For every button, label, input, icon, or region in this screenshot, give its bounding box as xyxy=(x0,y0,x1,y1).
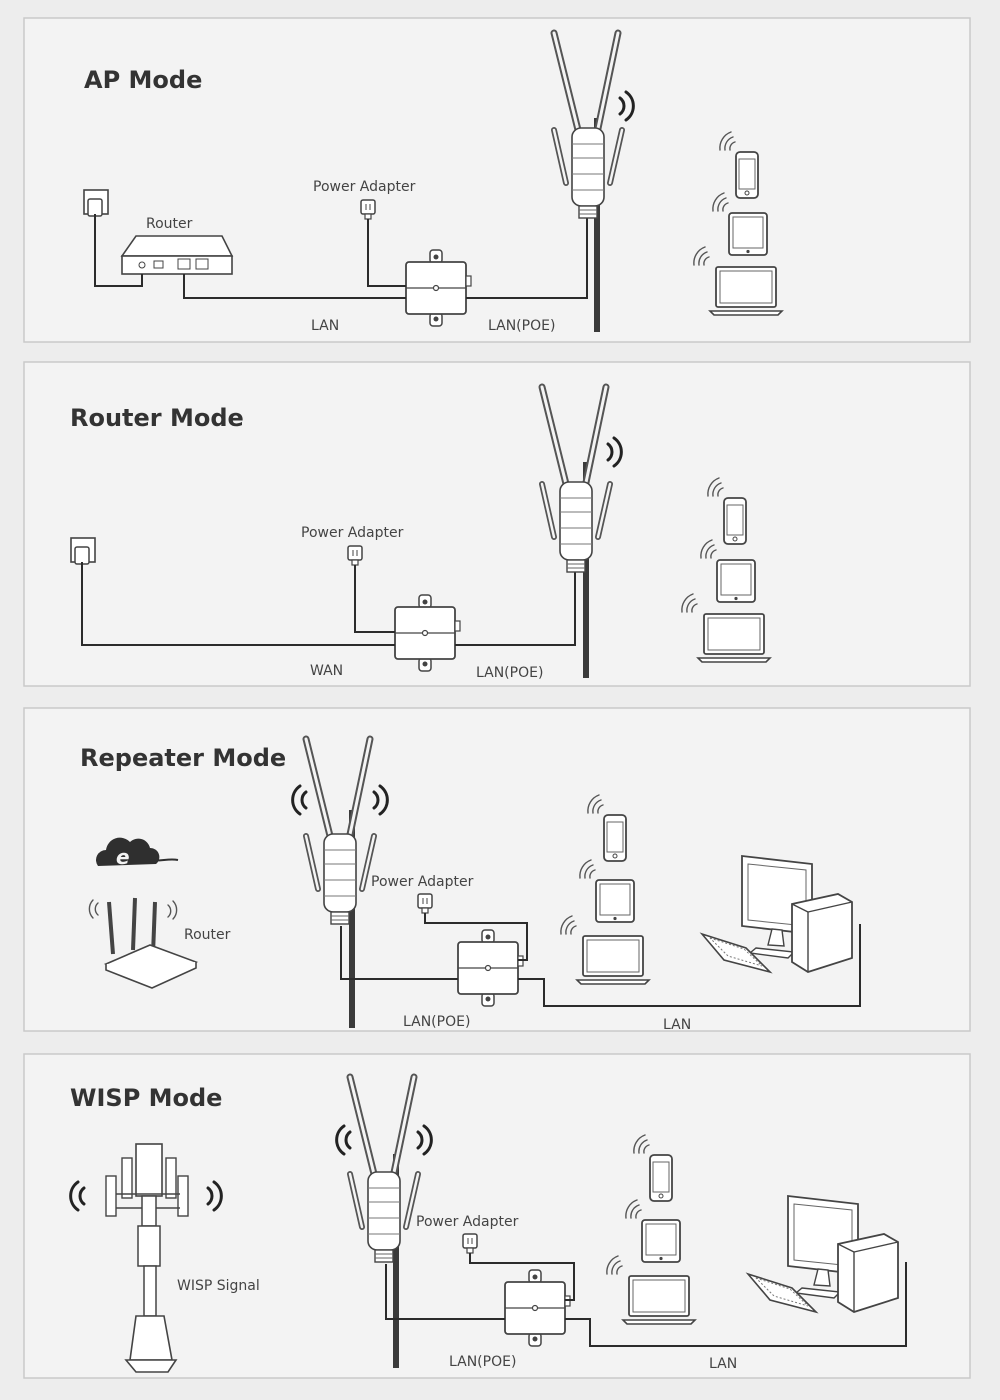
wall-socket-icon xyxy=(83,189,109,217)
lan-poe-label: LAN(POE) xyxy=(449,1354,516,1370)
power-adapter-label: Power Adapter xyxy=(313,179,416,195)
panel-title: AP Mode xyxy=(84,66,202,94)
router-label: Router xyxy=(146,216,193,232)
lan-poe-label: LAN(POE) xyxy=(403,1014,470,1030)
wan-label: WAN xyxy=(310,663,343,679)
wall-socket-icon xyxy=(70,537,96,565)
panel-router-mode: Router Mode Power Adapter WAN LAN(POE) xyxy=(23,361,971,687)
poe-injector-icon xyxy=(394,594,461,672)
poe-injector-icon xyxy=(504,1269,571,1347)
lan-label: LAN xyxy=(311,318,339,334)
panel-title: Router Mode xyxy=(70,404,244,432)
lan-label: LAN xyxy=(663,1017,691,1033)
lan-poe-label: LAN(POE) xyxy=(488,318,555,334)
mounting-pole xyxy=(583,462,589,678)
panel-title: Repeater Mode xyxy=(80,744,286,772)
mounting-pole xyxy=(393,1154,399,1368)
router-icon xyxy=(88,897,199,989)
panel-repeater-mode: Repeater Mode e Router Power Adapter xyxy=(23,707,971,1033)
panel-wisp-mode: WISP Mode WISP Signal Power Adapter LAN(… xyxy=(23,1053,971,1379)
router-label: Router xyxy=(184,927,231,943)
panel-title: WISP Mode xyxy=(70,1084,222,1112)
cell-tower-icon xyxy=(105,1143,189,1373)
power-adapter-label: Power Adapter xyxy=(371,874,474,890)
mounting-pole xyxy=(349,810,355,1028)
lan-label: LAN xyxy=(709,1356,737,1372)
mounting-pole xyxy=(594,118,600,332)
power-adapter-label: Power Adapter xyxy=(416,1214,519,1230)
panel-ap-mode: AP Mode Router Power Adapter LAN LAN(POE… xyxy=(23,17,971,343)
internet-cloud-icon: e xyxy=(96,837,179,869)
wisp-signal-label: WISP Signal xyxy=(177,1278,260,1294)
lan-poe-label: LAN(POE) xyxy=(476,665,543,681)
router-icon xyxy=(120,235,234,275)
power-adapter-label: Power Adapter xyxy=(301,525,404,541)
poe-injector-icon xyxy=(405,249,472,327)
svg-text:e: e xyxy=(116,845,130,869)
poe-injector-icon xyxy=(457,929,524,1007)
